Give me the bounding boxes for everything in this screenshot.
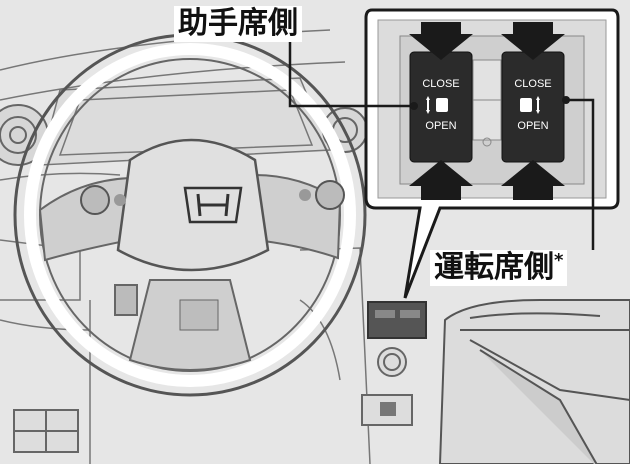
center-console <box>13 284 427 453</box>
driver-side-label: 運転席側* <box>430 250 568 286</box>
passenger-close-label: CLOSE <box>422 78 460 90</box>
driver-pointer-dot <box>562 96 570 104</box>
passenger-open-label: OPEN <box>425 120 457 132</box>
driver-open-label: OPEN <box>517 120 549 132</box>
passenger-side-label: 助手席側 <box>174 6 302 42</box>
driver-side-text: 運転席側 <box>434 250 554 285</box>
driver-close-label: CLOSE <box>514 78 552 90</box>
sliding-door-icon <box>426 96 448 114</box>
driver-side-note-mark: * <box>554 250 564 271</box>
door-panel <box>438 299 630 464</box>
passenger-pointer-dot <box>410 102 418 110</box>
steering-wheel <box>13 33 367 397</box>
driver-door-switch <box>501 22 565 200</box>
sliding-door-icon <box>520 96 540 114</box>
blank-switch <box>472 59 502 147</box>
honda-logo-icon <box>183 186 243 224</box>
leader-lines <box>288 42 595 250</box>
